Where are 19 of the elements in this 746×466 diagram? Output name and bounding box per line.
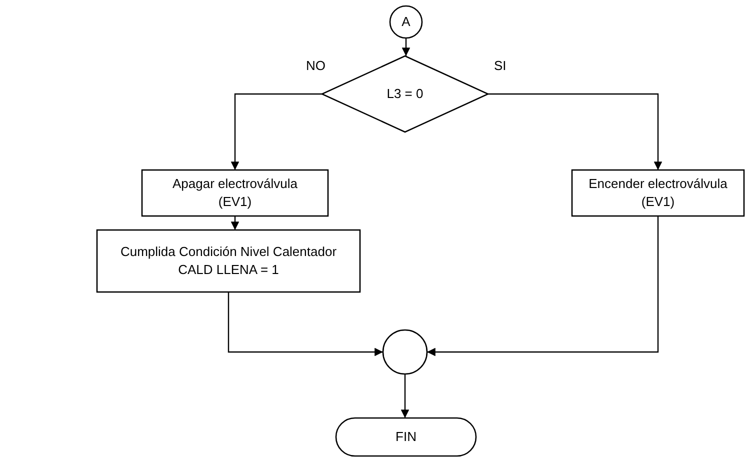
node-label: Apagar electroválvula (EV1) [171,175,299,211]
arrow [230,216,240,230]
arrow [488,93,662,170]
node-label: Cumplida Condición Nivel Calentador CALD LLENA = 1 [119,243,338,279]
arrow [402,38,410,56]
node-label: L3 = 0 [386,85,424,103]
node-label: Encender electroválvula (EV1) [588,175,728,211]
node-label: A [402,13,410,31]
terminator [335,417,477,457]
process-box [571,169,745,217]
connector-circle [389,5,423,39]
arrow [228,292,383,356]
node-label: FIN [396,428,416,446]
arrow [230,93,322,170]
process-box [96,229,361,293]
merge-circle [382,329,428,375]
arrow [400,374,410,418]
arrow [427,216,659,356]
process-box [141,169,329,217]
